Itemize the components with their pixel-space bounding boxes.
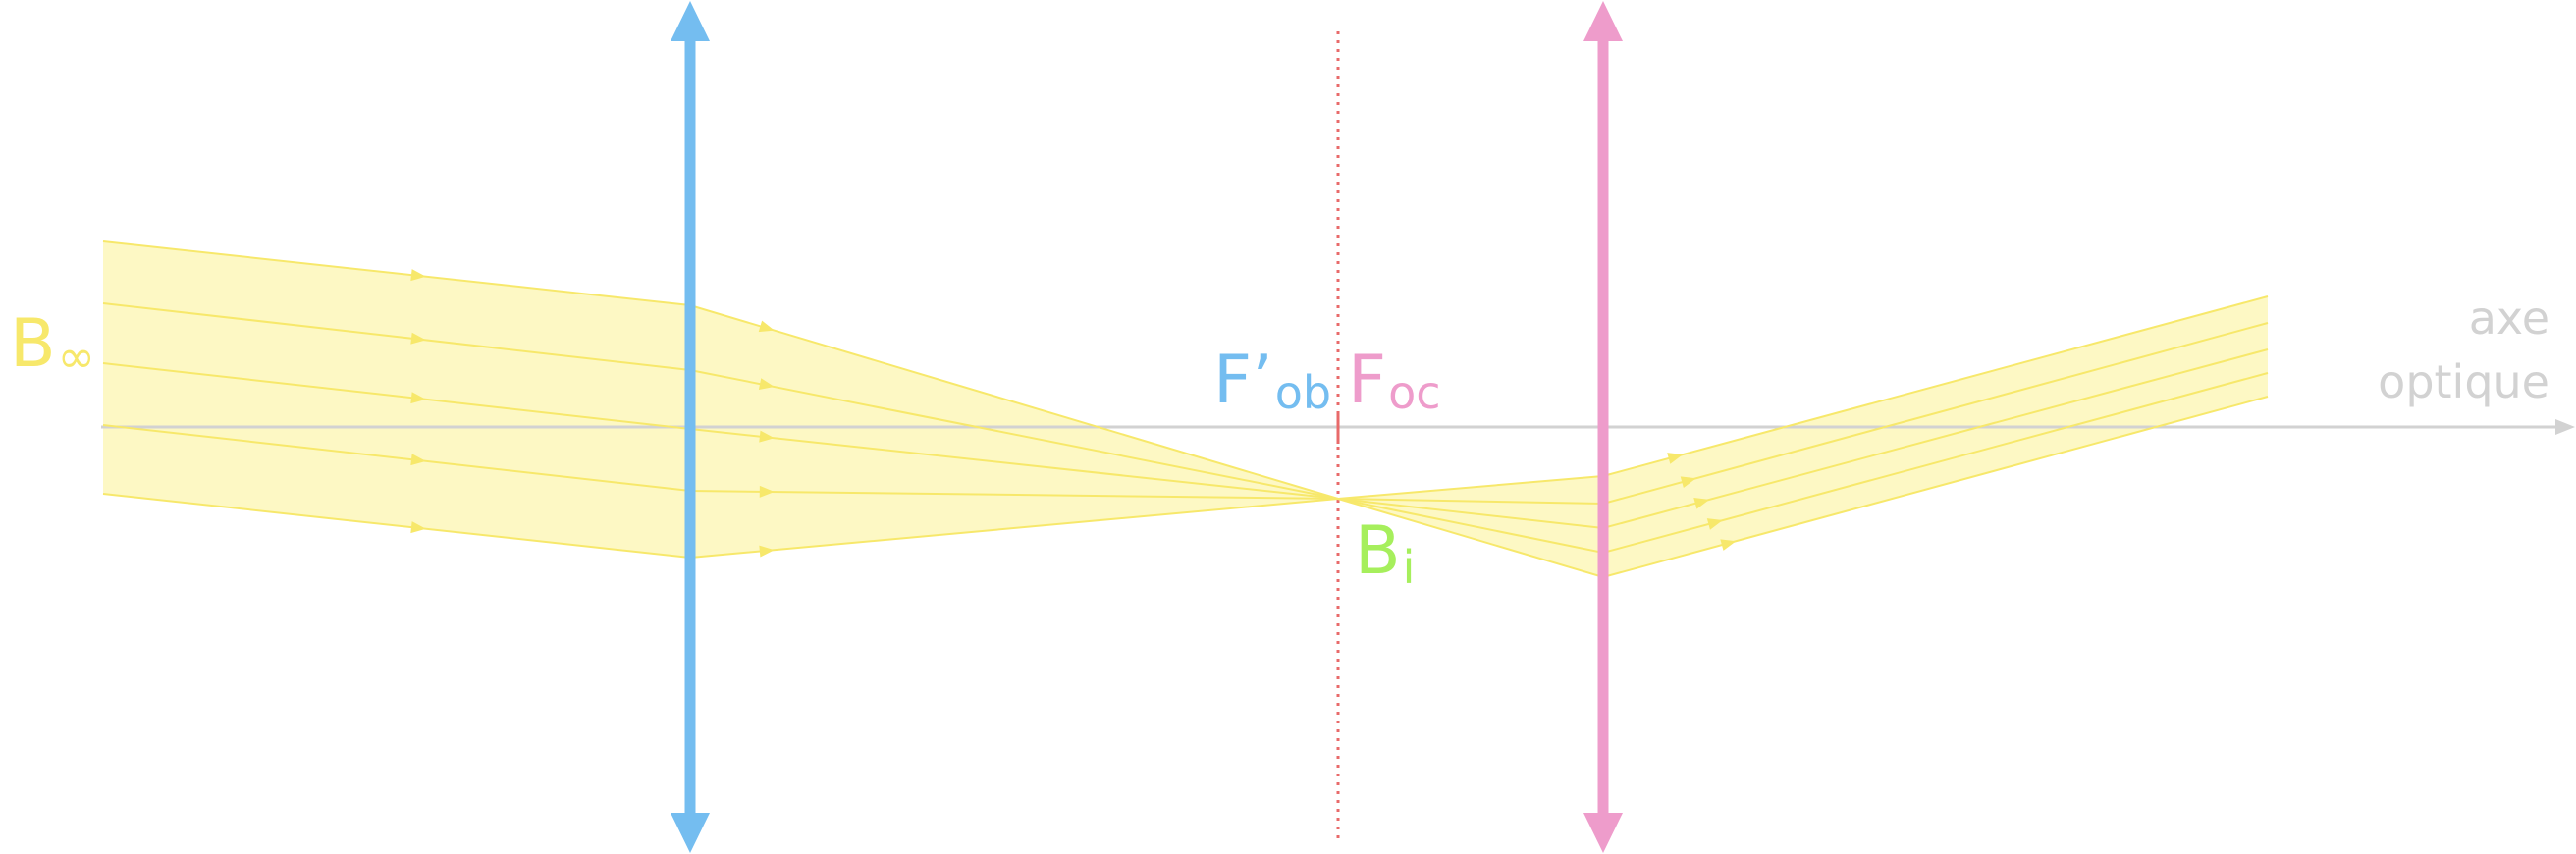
exit-ray-arrow-1 [1667, 453, 1684, 464]
label-b-i: Bi [1355, 512, 1415, 594]
incoming-ray-arrow-1 [410, 269, 426, 282]
incoming-ray-arrow-4 [410, 454, 426, 466]
objective-lens-top-arrowhead [671, 1, 710, 41]
eyepiece-lens [1583, 1, 1623, 853]
eyepiece-lens-top-arrowhead [1583, 1, 1623, 41]
label-f-prime-ob: F’ob [1213, 342, 1331, 419]
incoming-ray-arrow-3 [410, 392, 426, 404]
incoming-ray-arrow-5 [410, 521, 426, 534]
converging-ray-arrow-5 [759, 545, 775, 558]
objective-lens [671, 1, 710, 853]
incoming-ray-arrow-2 [410, 332, 426, 345]
eyepiece-lens-bottom-arrowhead [1583, 813, 1623, 853]
converging-ray-arrow-3 [759, 430, 775, 443]
beam-fill-left [103, 241, 1338, 558]
label-axis-line1: axe [2469, 292, 2549, 345]
converging-ray-arrow-4 [759, 485, 775, 498]
exit-ray-arrow-3 [1693, 497, 1710, 509]
beam-fills [103, 241, 2268, 577]
converging-ray-arrow-2 [758, 378, 775, 390]
exit-ray-arrow-5 [1720, 539, 1737, 551]
label-f-oc: Foc [1348, 342, 1441, 419]
label-b-infinity: B∞ [10, 305, 95, 383]
exit-ray-arrow-2 [1680, 476, 1696, 488]
objective-lens-bottom-arrowhead [671, 813, 710, 853]
converging-ray-arrow-1 [758, 320, 775, 333]
beam-fill-right [1338, 296, 2268, 577]
exit-ray-arrow-4 [1706, 518, 1723, 530]
optical-axis [101, 419, 2575, 435]
label-axis-line2: optique [2378, 355, 2549, 408]
optical-axis-arrowhead [2555, 419, 2575, 435]
